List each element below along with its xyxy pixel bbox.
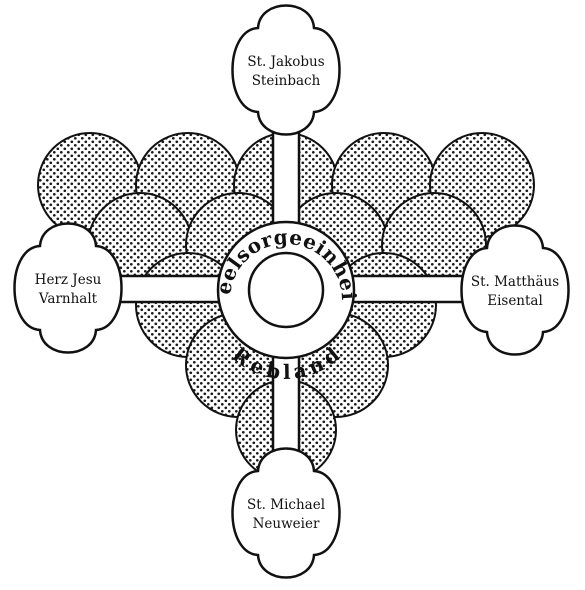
- parish-east: St. Matthäus Eisental: [460, 224, 570, 356]
- parish-south-line2: Neuweier: [253, 516, 320, 532]
- quatrefoil-badge: [231, 447, 341, 579]
- parish-west-line1: Herz Jesu: [35, 272, 102, 288]
- parish-west: Herz Jesu Varnhalt: [13, 222, 123, 354]
- parish-north: St. Jakobus Steinbach: [231, 4, 341, 136]
- parish-east-line2: Eisental: [487, 293, 543, 309]
- quatrefoil-badge: [231, 4, 341, 136]
- quatrefoil-badge: [13, 222, 123, 354]
- parish-east-line1: St. Matthäus: [471, 274, 559, 290]
- parish-west-line2: Varnhalt: [38, 291, 98, 307]
- quatrefoil-badge: [460, 224, 570, 356]
- parish-south: St. Michael Neuweier: [231, 447, 341, 579]
- parish-north-line2: Steinbach: [252, 73, 321, 89]
- parish-north-line1: St. Jakobus: [247, 54, 324, 70]
- parish-south-line1: St. Michael: [247, 497, 325, 513]
